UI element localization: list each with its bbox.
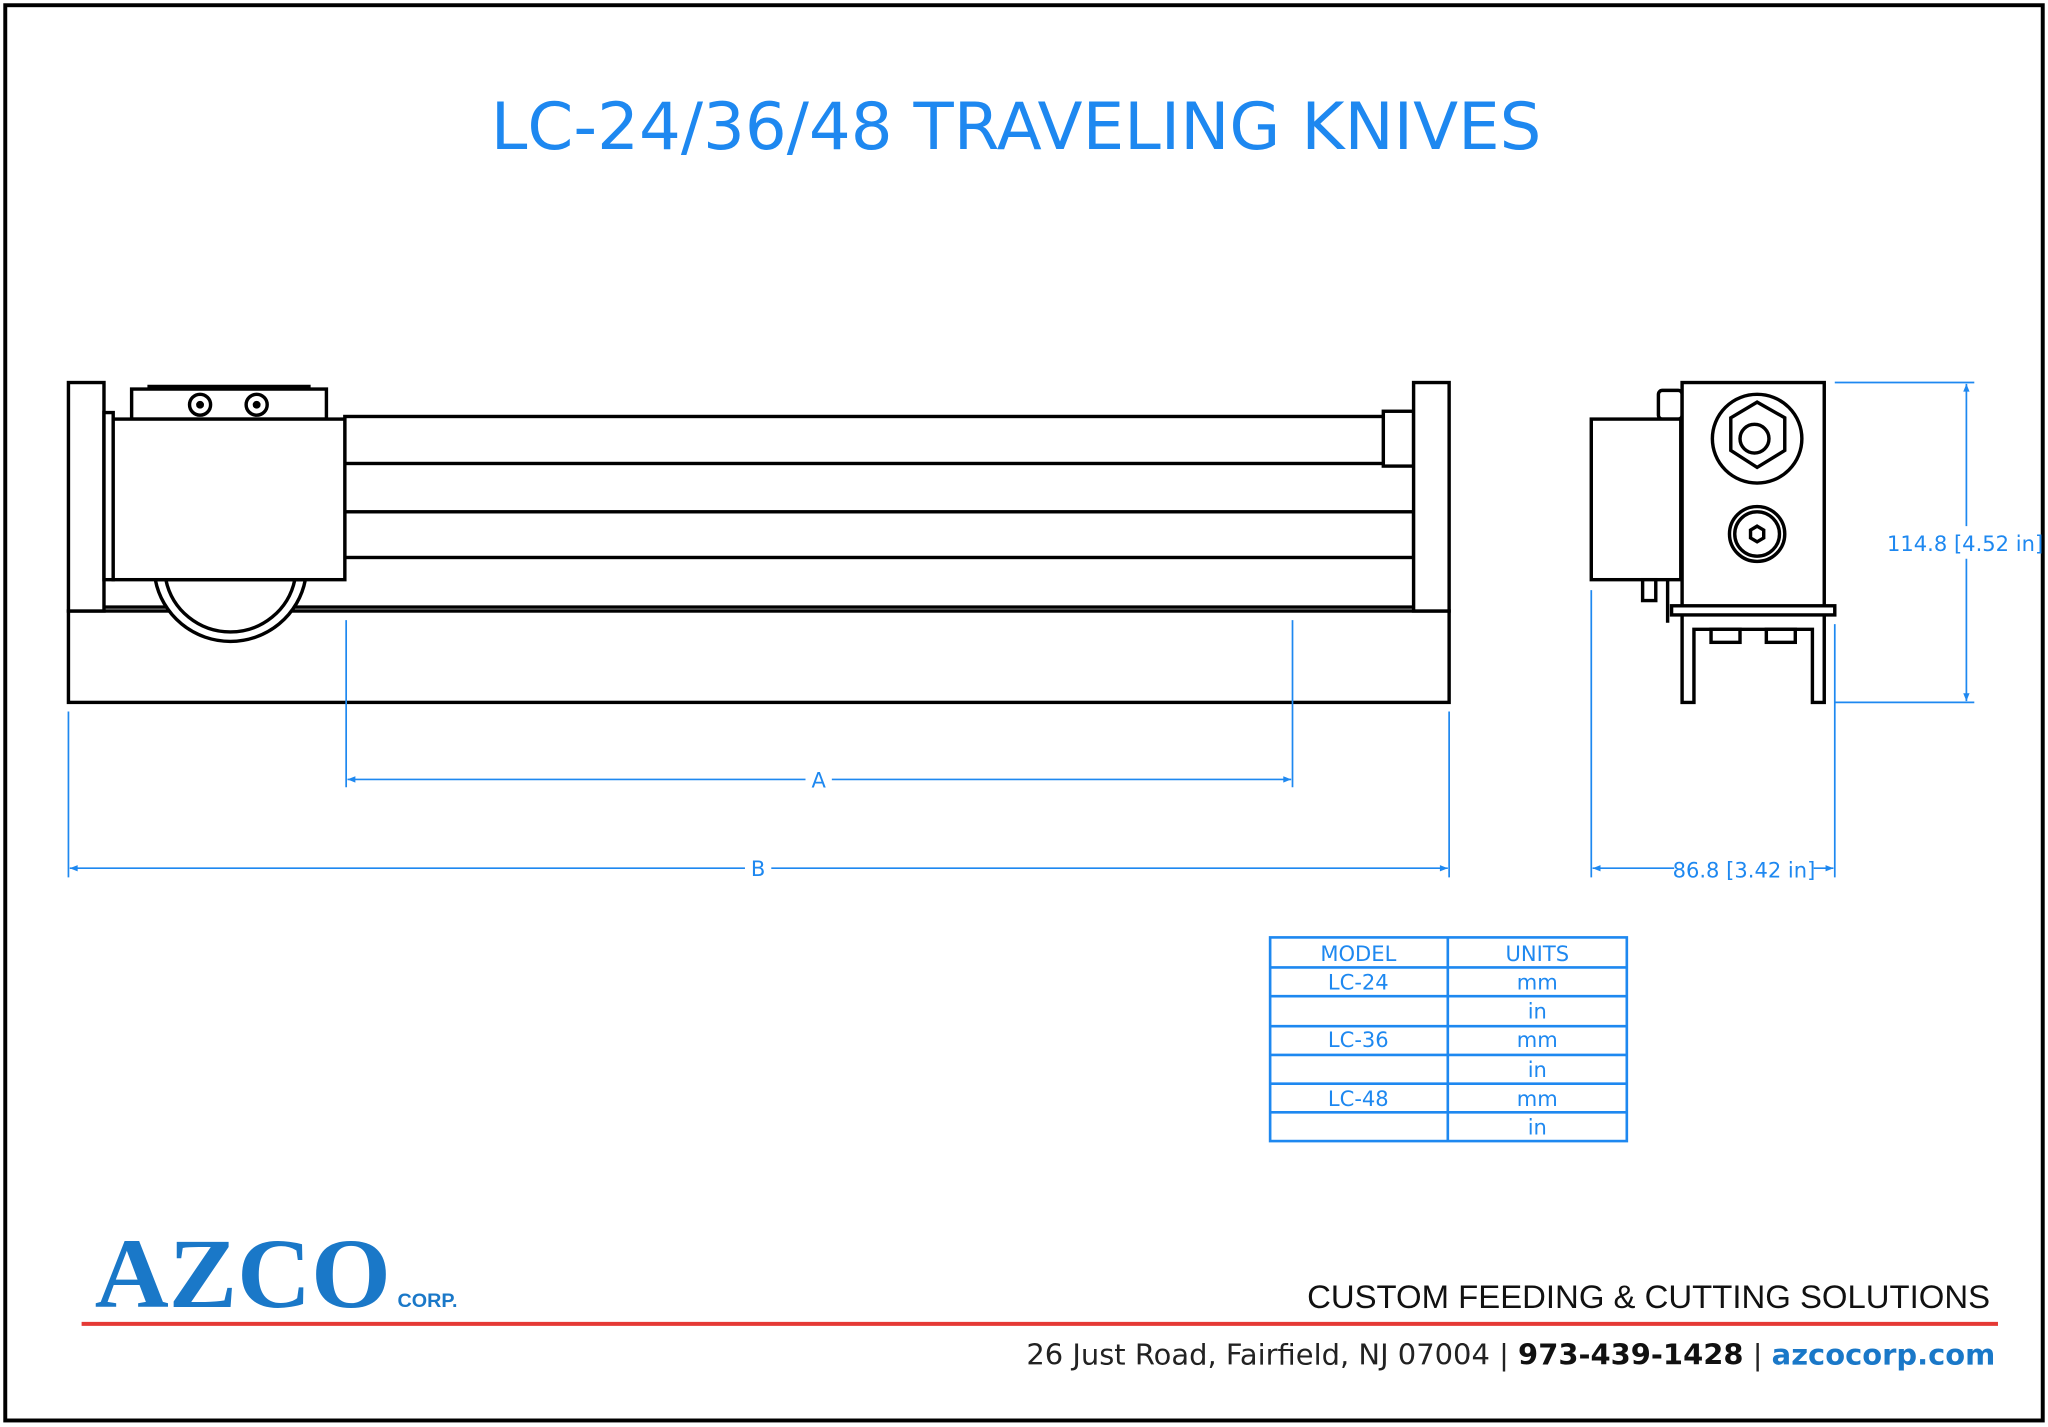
width-label: 86.8 [3.42 in] bbox=[1673, 858, 1816, 882]
hex-nut-outline bbox=[1729, 400, 1787, 470]
table-header-units: UNITS bbox=[1506, 942, 1570, 966]
knife-block bbox=[1680, 380, 1826, 609]
table-cell-model: LC-36 bbox=[1328, 1028, 1389, 1052]
hex-screw-icon bbox=[1727, 504, 1787, 564]
screw-head-rim bbox=[1733, 510, 1782, 558]
carriage-box bbox=[111, 417, 347, 582]
address: 26 Just Road, Fairfield, NJ 07004 bbox=[1026, 1337, 1490, 1371]
side-view bbox=[1589, 380, 1837, 705]
dimension-a-label: A bbox=[811, 768, 826, 792]
screw-icon bbox=[244, 392, 269, 417]
upper-rod bbox=[343, 414, 1416, 466]
table-cell-units: mm bbox=[1517, 1087, 1558, 1111]
dimension-width: 86.8 [3.42 in] bbox=[1590, 590, 1836, 882]
model-table bbox=[1268, 936, 1629, 1143]
screw-icon bbox=[187, 392, 213, 417]
base-rail bbox=[66, 609, 1451, 705]
tagline: CUSTOM FEEDING & CUTTING SOLUTIONS bbox=[1307, 1278, 1990, 1315]
carriage-top-block bbox=[129, 387, 329, 421]
dimension-a: A bbox=[345, 620, 1294, 792]
website-link[interactable]: azcocorp.com bbox=[1772, 1337, 1996, 1371]
motor-box bbox=[1589, 417, 1683, 582]
contact-line: 26 Just Road, Fairfield, NJ 07004 | 973-… bbox=[1026, 1337, 1995, 1371]
page-title: LC-24/36/48 TRAVELING KNIVES bbox=[491, 89, 1542, 165]
mounting-plate bbox=[1669, 604, 1837, 617]
lower-rod bbox=[343, 510, 1416, 560]
leg-slot bbox=[1764, 627, 1798, 645]
table-cell-units: in bbox=[1528, 1116, 1547, 1140]
sheet-border bbox=[3, 3, 2045, 1423]
table-cell-units: in bbox=[1528, 1058, 1547, 1082]
nut-icon bbox=[1710, 392, 1804, 485]
table-cell-units: mm bbox=[1517, 1028, 1558, 1052]
contact-separator: | bbox=[1753, 1337, 1763, 1371]
left-end-plate bbox=[66, 380, 106, 613]
dimension-height: 114.8 [4.52 in] bbox=[1834, 381, 2043, 704]
wheel-inner-rim bbox=[164, 579, 297, 634]
table-header-model: MODEL bbox=[1320, 942, 1396, 966]
side-tab bbox=[1656, 388, 1684, 421]
wheel bbox=[153, 577, 308, 644]
logo-corp: CORP. bbox=[397, 1290, 457, 1312]
nut-bore bbox=[1738, 422, 1771, 455]
dimension-b: B bbox=[67, 711, 1450, 881]
height-label: 114.8 [4.52 in] bbox=[1887, 532, 2043, 556]
table-cell-model: LC-48 bbox=[1328, 1087, 1389, 1111]
right-end-plate bbox=[1411, 380, 1451, 613]
hex-socket bbox=[1748, 524, 1766, 544]
table-cell-units: in bbox=[1528, 999, 1547, 1023]
rod-end-cap bbox=[1381, 409, 1416, 468]
leg-slot bbox=[1709, 627, 1742, 645]
phone: 973-439-1428 bbox=[1518, 1337, 1743, 1371]
table-cell-units: mm bbox=[1517, 971, 1558, 995]
support-legs bbox=[1680, 614, 1826, 705]
motor-connector bbox=[1640, 577, 1658, 603]
contact-separator: | bbox=[1499, 1337, 1509, 1371]
screw-center bbox=[196, 400, 205, 409]
azco-logo: AZCO bbox=[95, 1218, 391, 1329]
table-cell-model: LC-24 bbox=[1328, 971, 1389, 995]
dimension-b-label: B bbox=[751, 857, 765, 881]
screw-center bbox=[252, 400, 261, 409]
front-view bbox=[66, 380, 1451, 705]
